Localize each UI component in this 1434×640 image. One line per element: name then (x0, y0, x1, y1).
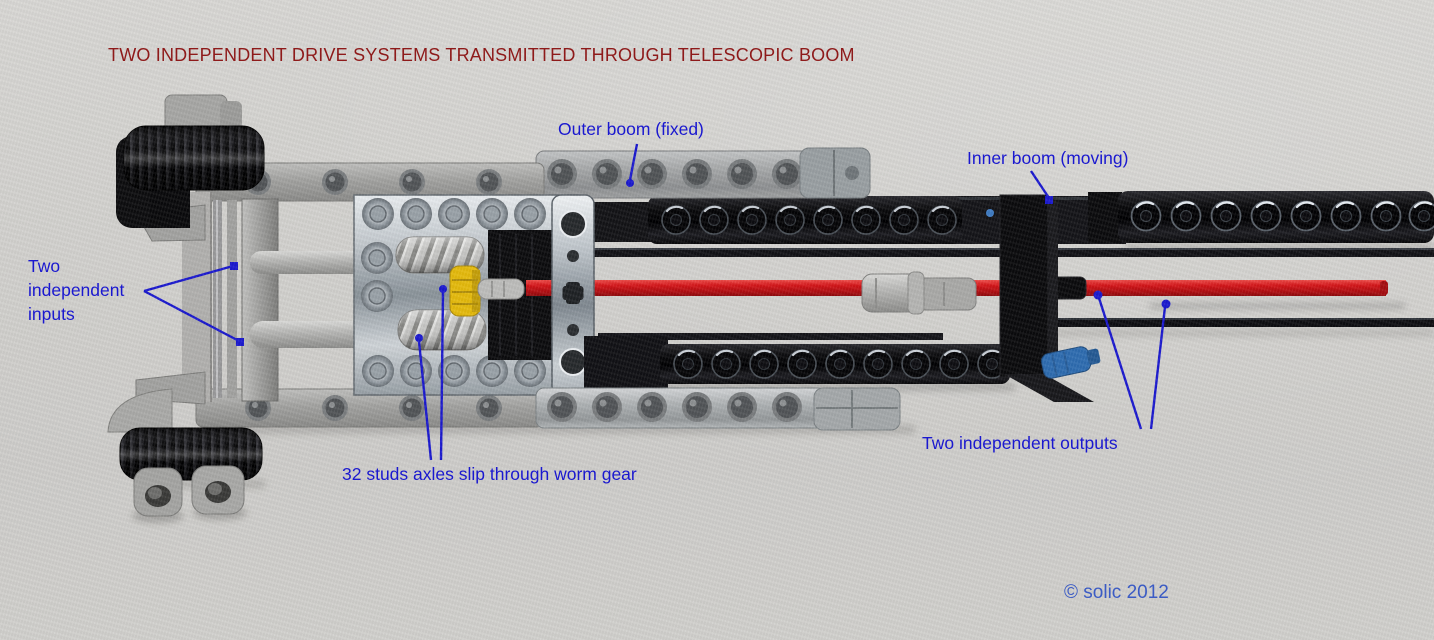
worm-gear-label: 32 studs axles slip through worm gear (342, 464, 637, 484)
page-title: TWO INDEPENDENT DRIVE SYSTEMS TRANSMITTE… (108, 45, 855, 65)
gearbox-chrome-beam (551, 194, 595, 396)
inner-boom-beam-bottom (584, 336, 1010, 388)
copyright-notice: © solic 2012 (1064, 582, 1169, 603)
input-gear-bottom (119, 427, 263, 517)
boom-carriage (999, 194, 1101, 402)
inputs-label: Two independent inputs (28, 256, 125, 324)
outputs-label: Two independent outputs (922, 433, 1118, 453)
outer-boom-beam-bottom (535, 387, 901, 431)
annotation-arrows (143, 143, 1171, 461)
outer-boom-label: Outer boom (fixed) (558, 119, 704, 139)
outer-boom-beam (535, 147, 871, 199)
input-frame-beams (195, 162, 545, 428)
input-gear-top (116, 94, 265, 228)
inner-boom-label: Inner boom (moving) (967, 148, 1129, 168)
